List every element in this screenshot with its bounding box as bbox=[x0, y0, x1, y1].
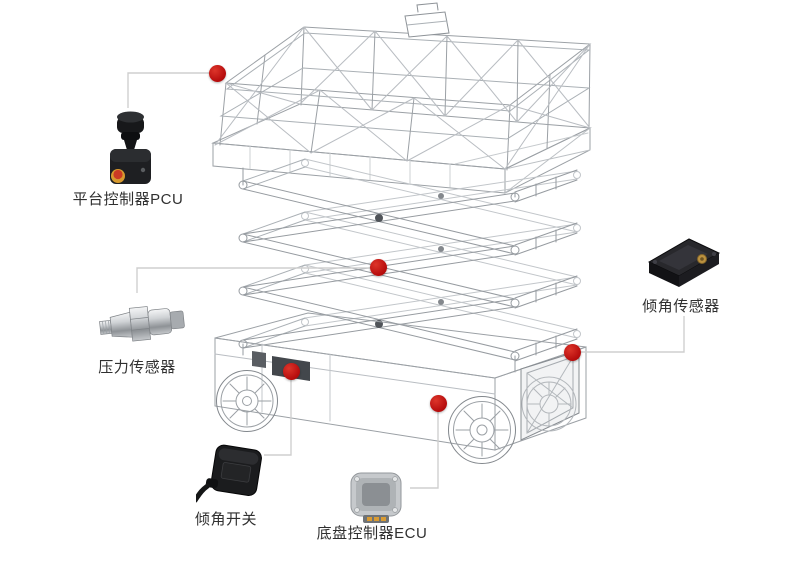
pressure-sensor-label: 压力传感器 bbox=[98, 359, 176, 376]
ecu-label: 底盘控制器ECU bbox=[316, 525, 428, 542]
tilt-switch-image bbox=[192, 440, 272, 517]
front-right-wheel bbox=[448, 396, 516, 464]
tilt-sensor-label: 倾角传感器 bbox=[642, 298, 720, 315]
pcu-joystick-image bbox=[94, 108, 166, 195]
scissor-arms bbox=[238, 158, 581, 373]
ecu-image bbox=[344, 470, 408, 531]
pressure-sensor-image bbox=[98, 294, 188, 359]
hotspot-tilt-sensor[interactable] bbox=[564, 344, 581, 361]
front-left-wheel bbox=[216, 370, 278, 432]
hotspot-tilt-switch[interactable] bbox=[283, 363, 300, 380]
tilt-switch-label: 倾角开关 bbox=[194, 511, 257, 528]
hotspot-pcu[interactable] bbox=[209, 65, 226, 82]
chassis bbox=[214, 312, 587, 464]
platform-control-box bbox=[404, 2, 450, 38]
callout-lines bbox=[127, 72, 685, 489]
rear-wheel bbox=[521, 376, 577, 432]
pcu-label: 平台控制器PCU bbox=[72, 191, 184, 208]
tilt-sensor-image bbox=[641, 226, 727, 301]
platform-guardrails bbox=[211, 2, 592, 194]
hotspot-ecu[interactable] bbox=[430, 395, 447, 412]
hotspot-pressure-sensor[interactable] bbox=[370, 259, 387, 276]
